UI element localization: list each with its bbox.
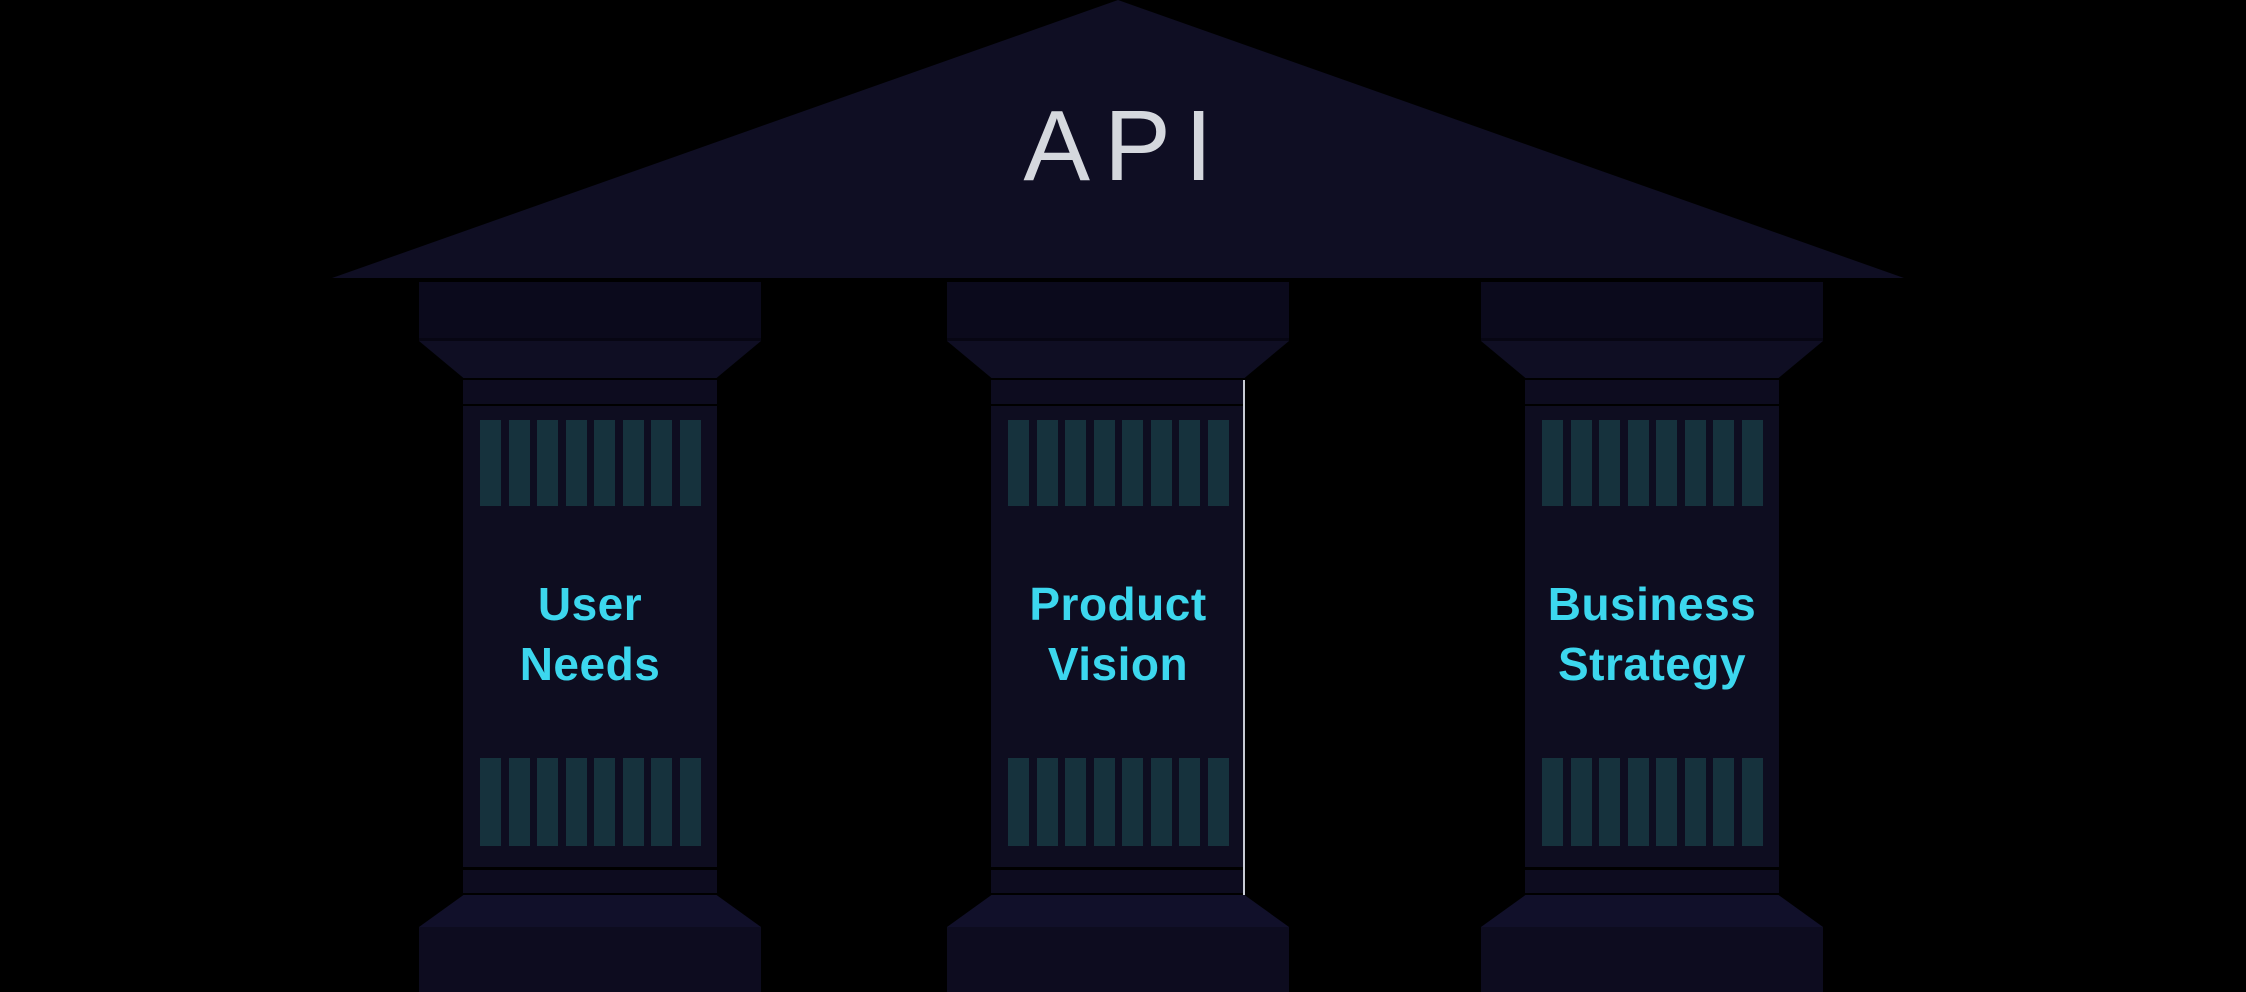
pillar-base xyxy=(947,927,1289,992)
pillar-base xyxy=(419,927,761,992)
flute-bar xyxy=(1008,758,1029,846)
pillar-lower-band xyxy=(991,870,1245,893)
pillar-label-line1: User xyxy=(537,578,643,630)
flute-bar xyxy=(1093,420,1115,506)
flute-bar xyxy=(565,758,587,846)
flute-bar xyxy=(594,420,616,506)
pillar-label-line2: Strategy xyxy=(1557,638,1747,690)
flute-bar xyxy=(1656,420,1678,506)
pillar-capital xyxy=(419,282,761,341)
pillar-label-line2: Vision xyxy=(1047,638,1189,690)
pillar-label: User Needs xyxy=(463,574,717,694)
flute-bar xyxy=(480,758,501,846)
pillar-neck-trapezoid xyxy=(947,341,1289,378)
pillar-echinus-band xyxy=(991,380,1245,404)
flute-band-bottom xyxy=(480,758,701,846)
flute-bar xyxy=(508,758,530,846)
pillar-product-vision: Product Vision xyxy=(947,282,1289,992)
flute-bar xyxy=(622,420,644,506)
flute-bar xyxy=(565,420,587,506)
flute-bar xyxy=(1684,758,1706,846)
pillar-echinus-band xyxy=(463,380,717,404)
pillar-label-line1: Product xyxy=(1029,578,1207,630)
flute-bar xyxy=(1599,758,1621,846)
flute-bar xyxy=(1627,758,1649,846)
flute-band-top xyxy=(480,420,701,506)
pediment-label: API xyxy=(1023,90,1227,202)
flute-bar xyxy=(480,420,501,506)
flute-bar xyxy=(1542,758,1563,846)
pillar-base xyxy=(1481,927,1823,992)
flute-bar xyxy=(1627,420,1649,506)
flute-bar xyxy=(1036,758,1058,846)
pillar-lower-band xyxy=(463,870,717,893)
pillar-capital xyxy=(1481,282,1823,341)
flute-band-bottom xyxy=(1008,758,1229,846)
flute-bar xyxy=(1570,758,1592,846)
flute-bar xyxy=(594,758,616,846)
pillar-base-trapezoid xyxy=(419,895,761,927)
pillar-shaft: Product Vision xyxy=(991,406,1245,867)
flute-bar xyxy=(508,420,530,506)
pillar-label-line1: Business xyxy=(1547,578,1757,630)
pillar-edge-highlight xyxy=(1243,380,1245,895)
flute-bar xyxy=(1093,758,1115,846)
flute-bar xyxy=(1741,420,1763,506)
flute-bar xyxy=(1713,758,1735,846)
flute-bar xyxy=(651,758,673,846)
pillar-echinus-band xyxy=(1525,380,1779,404)
flute-bar xyxy=(1684,420,1706,506)
pillar-neck-trapezoid xyxy=(1481,341,1823,378)
flute-bar xyxy=(1599,420,1621,506)
flute-bar xyxy=(1150,420,1172,506)
pillar-base-trapezoid xyxy=(947,895,1289,927)
pillar-neck-trapezoid xyxy=(419,341,761,378)
flute-bar xyxy=(1122,758,1144,846)
pediment-triangle: API xyxy=(332,0,1904,278)
pillar-base-trapezoid xyxy=(1481,895,1823,927)
flute-bar xyxy=(1656,758,1678,846)
flute-bar xyxy=(679,420,701,506)
flute-bar xyxy=(1036,420,1058,506)
pillar-business-strategy: Business Strategy xyxy=(1481,282,1823,992)
pillar-label: Product Vision xyxy=(991,574,1245,694)
pillar-label-line2: Needs xyxy=(519,638,661,690)
pillar-label: Business Strategy xyxy=(1525,574,1779,694)
pillar-capital xyxy=(947,282,1289,341)
flute-bar xyxy=(651,420,673,506)
flute-bar xyxy=(622,758,644,846)
flute-bar xyxy=(1065,758,1087,846)
pillar-shaft: User Needs xyxy=(463,406,717,867)
flute-bar xyxy=(1008,420,1029,506)
flute-bar xyxy=(1150,758,1172,846)
flute-bar xyxy=(1065,420,1087,506)
flute-band-top xyxy=(1542,420,1763,506)
flute-bar xyxy=(1122,420,1144,506)
flute-bar xyxy=(1570,420,1592,506)
flute-bar xyxy=(1713,420,1735,506)
flute-bar xyxy=(1207,420,1229,506)
flute-bar xyxy=(679,758,701,846)
flute-bar xyxy=(537,420,559,506)
flute-bar xyxy=(1179,758,1201,846)
flute-bar xyxy=(1542,420,1563,506)
flute-bar xyxy=(1741,758,1763,846)
flute-band-top xyxy=(1008,420,1229,506)
flute-bar xyxy=(537,758,559,846)
flute-band-bottom xyxy=(1542,758,1763,846)
pillar-user-needs: User Needs xyxy=(419,282,761,992)
pillar-shaft: Business Strategy xyxy=(1525,406,1779,867)
flute-bar xyxy=(1207,758,1229,846)
flute-bar xyxy=(1179,420,1201,506)
pillar-lower-band xyxy=(1525,870,1779,893)
